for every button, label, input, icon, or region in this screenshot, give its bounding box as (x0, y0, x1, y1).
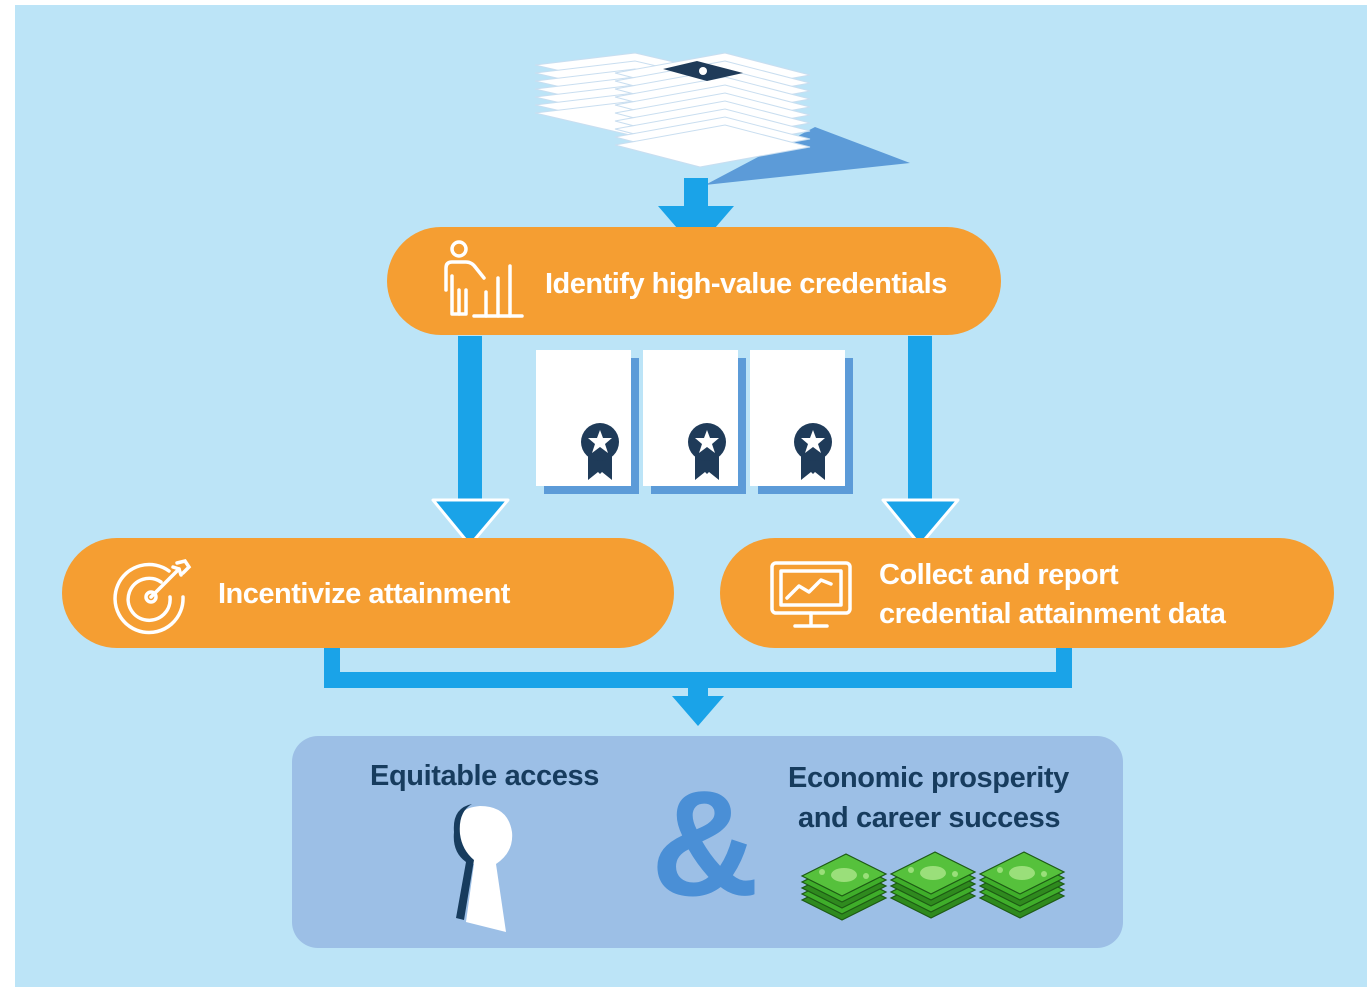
identify-label: Identify high-value credentials (545, 268, 947, 300)
person-chart-icon (444, 240, 524, 318)
award-badge-icon (581, 423, 619, 480)
award-badge-icon (688, 423, 726, 480)
monitor-chart-icon (770, 561, 852, 628)
award-badge-icon (794, 423, 832, 480)
money-stack-icon (800, 853, 888, 921)
collect-label-line1: Collect and report (879, 559, 1119, 591)
collect-label-line2: credential attainment data (879, 598, 1226, 630)
outcomes-panel (292, 736, 1123, 948)
collect-step (720, 538, 1334, 648)
keyhole-icon (453, 804, 513, 932)
incentivize-label: Incentivize attainment (218, 578, 510, 610)
equitable-access-label: Equitable access (370, 760, 599, 792)
prosperity-label-line1: Economic prosperity (788, 762, 1069, 794)
money-stack-icon (889, 851, 977, 919)
credential-stack-icon (534, 52, 910, 185)
money-stack-icon (978, 851, 1066, 919)
ampersand-symbol: & (650, 759, 760, 927)
prosperity-label-line2: and career success (798, 802, 1061, 834)
target-icon (113, 559, 192, 635)
